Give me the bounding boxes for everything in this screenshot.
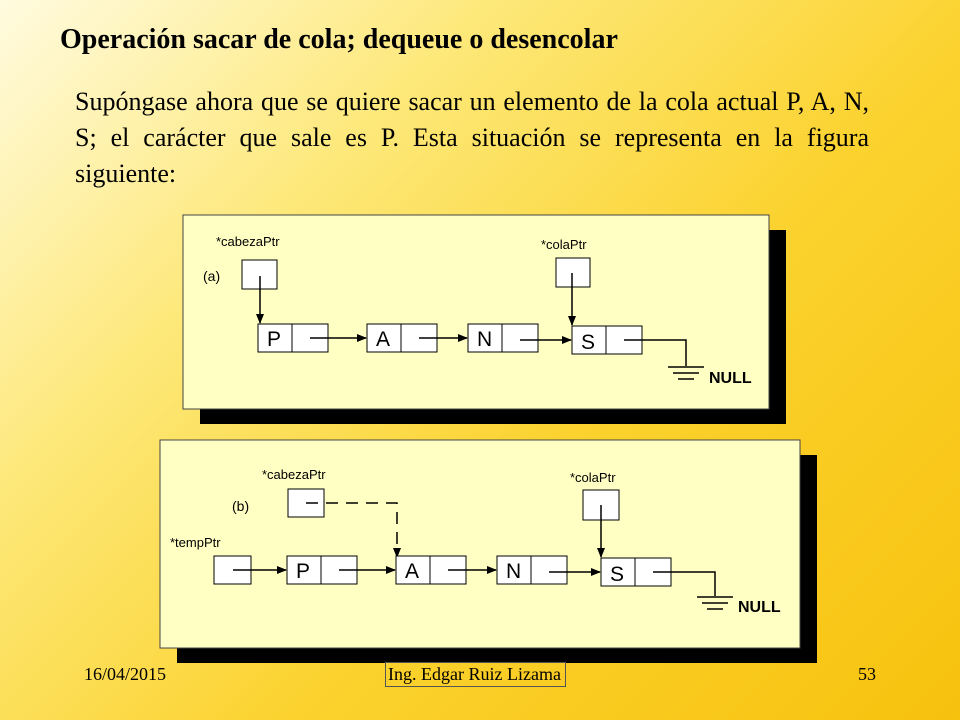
footer-page-number: 53 (858, 664, 876, 684)
diagram-a-null-label: NULL (709, 370, 752, 387)
diagram-a-node-value: P (267, 328, 281, 351)
diagram-b-node: P (286, 555, 358, 585)
diagram-b-null-ground-icon (653, 571, 733, 610)
diagram-b-panel (159, 439, 801, 649)
diagram-b-tag: (b) (232, 498, 249, 514)
diagram-b-null-label: NULL (738, 599, 781, 616)
diagram-b-temp-label: *tempPtr (170, 535, 221, 550)
diagram-b-node-value: N (506, 560, 521, 583)
diagram-a: *cabezaPtr (a) *colaPtr P A N (182, 214, 786, 424)
footer-author: Ing. Edgar Ruiz Lizama (385, 662, 566, 687)
diagram-a-node-value: N (477, 328, 492, 351)
diagram-a-node: N (467, 323, 539, 353)
diagram-a-tail-label: *colaPtr (541, 237, 587, 252)
diagram-b-node: N (496, 555, 568, 585)
diagram-a-panel (182, 214, 770, 410)
diagram-a-tag: (a) (203, 268, 220, 284)
diagram-b-tail-label: *colaPtr (570, 470, 616, 485)
diagram-b-node-value: P (296, 560, 310, 583)
diagram-a-null-ground-icon (624, 339, 704, 380)
diagram-b: *cabezaPtr (b) *colaPtr *tempPtr P A (159, 439, 817, 663)
diagram-a-node-value: A (376, 328, 390, 351)
slide-title: Operación sacar de cola; dequeue o desen… (60, 24, 618, 55)
footer-date: 16/04/2015 (84, 664, 167, 684)
diagram-b-node-value: S (610, 563, 624, 586)
diagram-a-head-label: *cabezaPtr (216, 234, 280, 249)
slide-paragraph: Supóngase ahora que se quiere sacar un e… (75, 87, 869, 188)
diagram-a-tail-pointer (555, 257, 591, 288)
diagram-b-head-label: *cabezaPtr (262, 467, 326, 482)
diagram-b-node-value: A (405, 560, 419, 583)
diagram-a-node-value: S (581, 331, 595, 354)
